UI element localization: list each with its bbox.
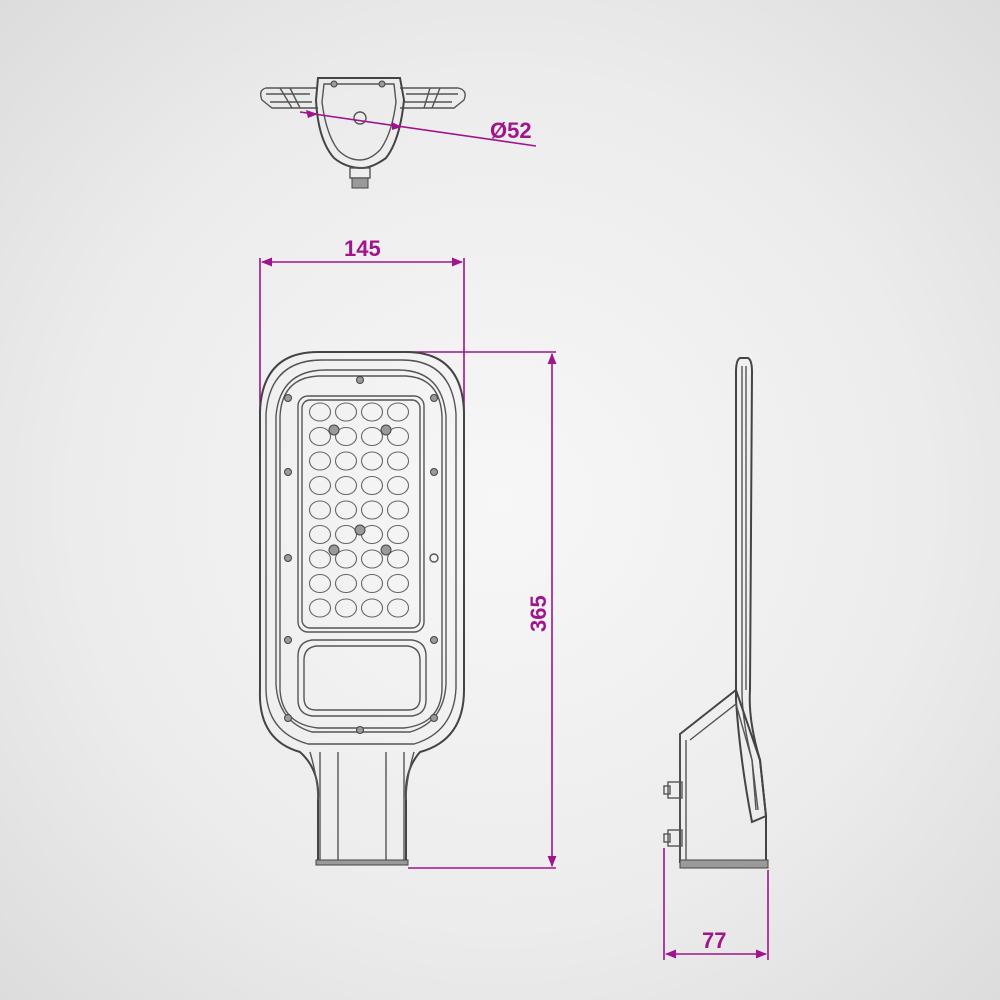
led-lens xyxy=(334,598,358,618)
side-view: 77 xyxy=(663,357,769,960)
led-lens xyxy=(334,500,358,520)
led-lens xyxy=(308,451,332,471)
led-lens xyxy=(334,573,358,594)
led-lens xyxy=(360,598,384,618)
led-lens xyxy=(308,524,332,545)
led-grid xyxy=(308,402,410,618)
led-lens xyxy=(308,475,332,496)
depth-label: 77 xyxy=(702,928,726,953)
led-lens xyxy=(360,573,384,594)
led-lens xyxy=(308,549,332,569)
led-lens xyxy=(360,402,384,422)
led-lens xyxy=(334,402,358,422)
led-lens xyxy=(360,426,384,447)
front-view: 145 365 xyxy=(258,236,557,869)
led-lens xyxy=(334,524,358,545)
led-lens xyxy=(308,573,332,594)
led-lens xyxy=(308,598,332,618)
led-lens xyxy=(386,598,410,618)
led-lens xyxy=(308,426,332,447)
diameter-label: Ø52 xyxy=(490,118,532,143)
led-lens xyxy=(386,402,410,422)
led-lens xyxy=(360,475,384,496)
rim-screws xyxy=(284,376,439,734)
led-lens xyxy=(360,451,384,471)
led-lens xyxy=(360,549,384,569)
led-lens xyxy=(308,500,332,520)
led-lens xyxy=(334,451,358,471)
led-lens xyxy=(360,500,384,520)
top-view: Ø52 xyxy=(259,77,537,189)
led-lens xyxy=(334,475,358,496)
led-lens xyxy=(386,524,410,545)
led-lens xyxy=(334,549,358,569)
led-lens xyxy=(386,573,410,594)
led-lens xyxy=(386,451,410,471)
led-lens xyxy=(386,500,410,520)
led-lens xyxy=(334,426,358,447)
width-label: 145 xyxy=(344,236,381,261)
led-lens xyxy=(386,475,410,496)
led-lens xyxy=(386,426,410,447)
height-label: 365 xyxy=(526,595,551,632)
led-lens xyxy=(386,549,410,569)
led-lens xyxy=(308,402,332,422)
